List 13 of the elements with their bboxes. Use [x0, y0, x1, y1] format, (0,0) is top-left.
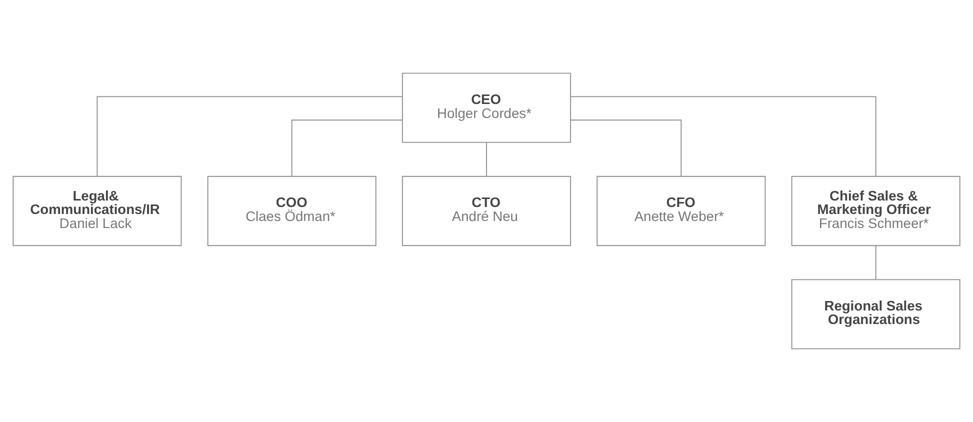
node-box: Legal& Communications/IR Daniel Lack — [12, 176, 182, 246]
node-box: Regional Sales Organizations — [791, 279, 960, 350]
node-box: CTO André Neu — [402, 176, 572, 246]
connector — [570, 120, 682, 176]
connector — [291, 120, 402, 176]
connector — [570, 96, 876, 176]
connector — [875, 246, 876, 280]
node-box: COO Claes Ödman* — [207, 176, 376, 246]
connector — [96, 96, 402, 176]
node-box: CEO Holger Cordes* — [402, 72, 572, 143]
connector — [486, 142, 488, 176]
node-box: CFO Anette Weber* — [596, 176, 766, 246]
node-box: Chief Sales & Marketing Officer Francis Schmeer* — [791, 176, 960, 246]
